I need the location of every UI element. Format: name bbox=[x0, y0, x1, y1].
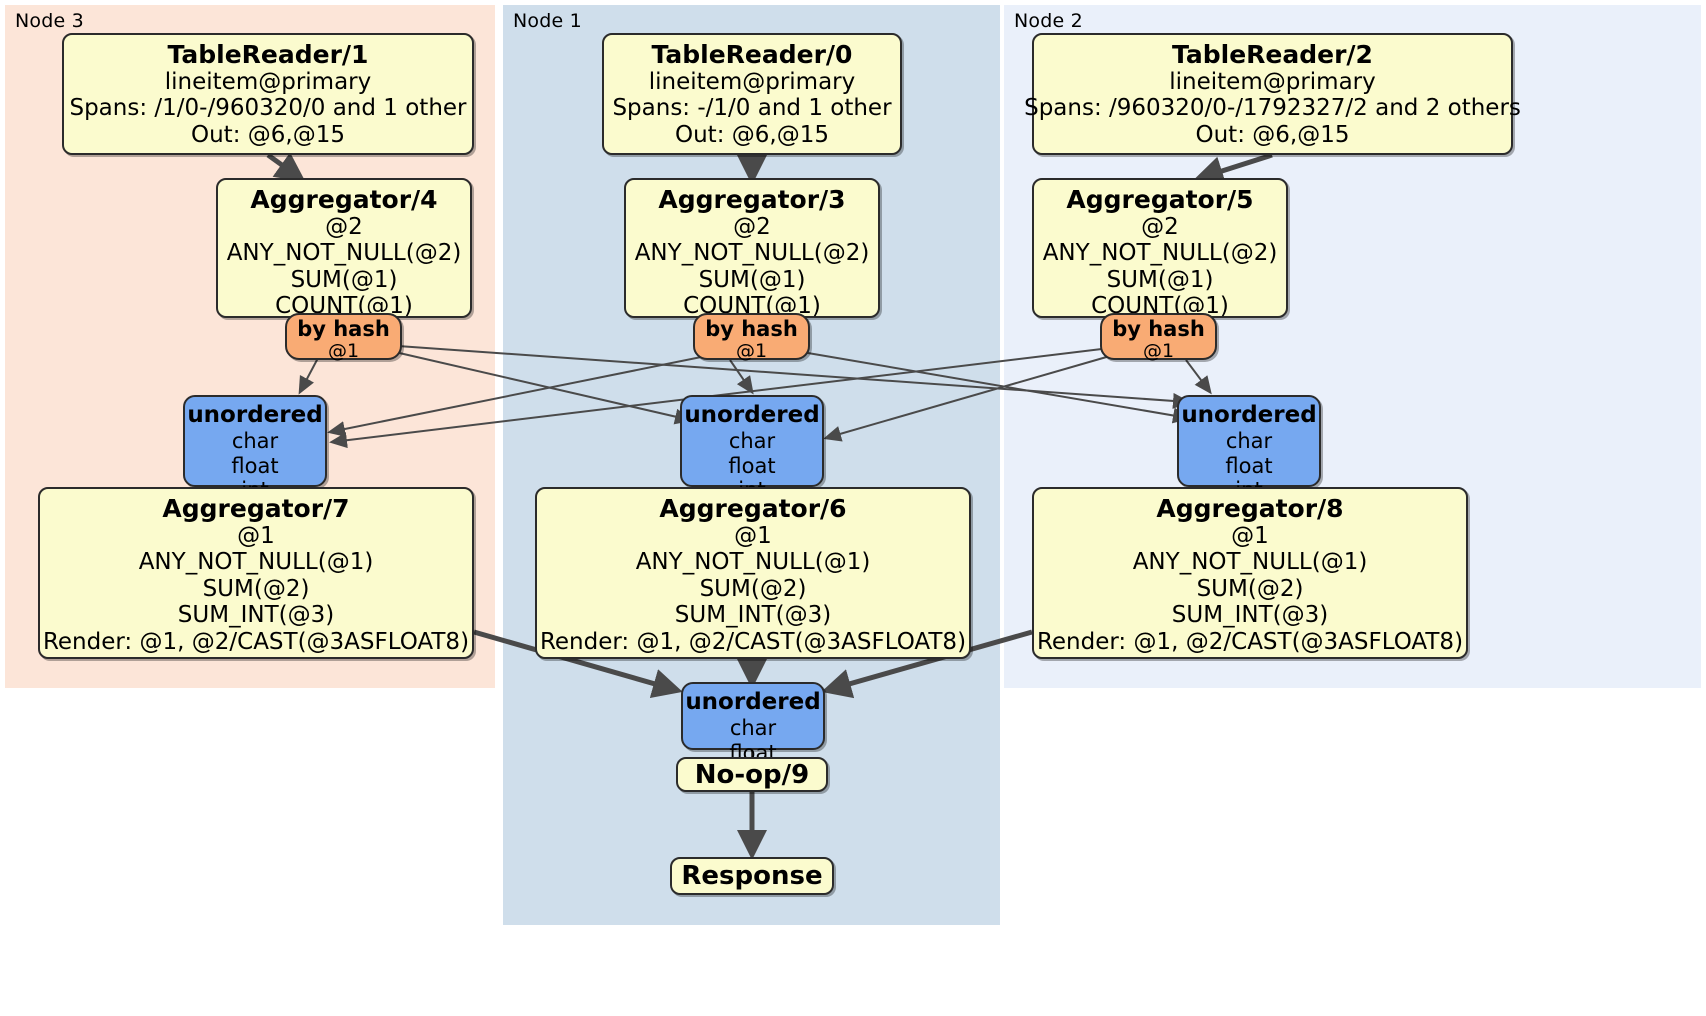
processor-aggregator-3[interactable]: Aggregator/3 @2 ANY_NOT_NULL(@2) SUM(@1)… bbox=[624, 178, 880, 319]
synchronizer-unordered-right[interactable]: unordered char float int bbox=[1177, 395, 1321, 502]
processor-title: TableReader/2 bbox=[1172, 40, 1373, 69]
processor-line: SUM(@1) bbox=[698, 266, 806, 293]
router-title: by hash bbox=[297, 317, 390, 341]
processor-aggregator-6[interactable]: Aggregator/6 @1 ANY_NOT_NULL(@1) SUM(@2)… bbox=[535, 487, 971, 659]
processor-aggregator-8[interactable]: Aggregator/8 @1 ANY_NOT_NULL(@1) SUM(@2)… bbox=[1032, 487, 1468, 659]
processor-title: Aggregator/3 bbox=[658, 185, 846, 214]
processor-line: @1 bbox=[237, 523, 275, 549]
processor-title: Response bbox=[681, 861, 823, 891]
processor-line: lineitem@primary bbox=[648, 69, 856, 95]
synchronizer-line: char bbox=[1225, 428, 1273, 453]
processor-line: Out: @6,@15 bbox=[675, 121, 829, 148]
node-panel-label: Node 2 bbox=[1014, 10, 1083, 32]
processor-line: Render: @1, @2/CAST(@3ASFLOAT8) bbox=[1036, 628, 1464, 655]
processor-response[interactable]: Response bbox=[670, 857, 834, 895]
synchronizer-title: unordered bbox=[187, 402, 323, 428]
processor-table-reader-1[interactable]: TableReader/1 lineitem@primary Spans: /1… bbox=[62, 33, 474, 155]
processor-line: lineitem@primary bbox=[1169, 69, 1376, 95]
router-line: @1 bbox=[735, 340, 768, 363]
router-line: @1 bbox=[327, 340, 360, 363]
processor-title: Aggregator/4 bbox=[250, 185, 438, 214]
processor-table-reader-0[interactable]: TableReader/0 lineitem@primary Spans: -/… bbox=[602, 33, 902, 155]
synchronizer-line: float bbox=[1225, 453, 1273, 478]
synchronizer-unordered-center[interactable]: unordered char float int bbox=[680, 395, 824, 502]
router-title: by hash bbox=[705, 317, 798, 341]
processor-title: TableReader/0 bbox=[651, 40, 853, 69]
processor-line: ANY_NOT_NULL(@1) bbox=[138, 549, 374, 576]
processor-line: @1 bbox=[734, 523, 772, 549]
processor-line: Spans: /1/0-/960320/0 and 1 other bbox=[69, 95, 467, 122]
router-by-hash-left[interactable]: by hash @1 bbox=[285, 313, 402, 363]
processor-line: Spans: /960320/0-/1792327/2 and 2 others bbox=[1024, 95, 1521, 122]
processor-title: Aggregator/5 bbox=[1066, 185, 1254, 214]
processor-line: ANY_NOT_NULL(@2) bbox=[226, 240, 462, 267]
processor-line: @2 bbox=[733, 214, 771, 240]
synchronizer-title: unordered bbox=[685, 689, 821, 715]
processor-line: SUM(@1) bbox=[1106, 266, 1214, 293]
processor-line: ANY_NOT_NULL(@1) bbox=[1132, 549, 1368, 576]
processor-line: @1 bbox=[1231, 523, 1269, 549]
node-panel-label: Node 3 bbox=[15, 10, 84, 32]
synchronizer-line: float bbox=[728, 453, 776, 478]
processor-table-reader-2[interactable]: TableReader/2 lineitem@primary Spans: /9… bbox=[1024, 33, 1521, 155]
processor-line: SUM_INT(@3) bbox=[177, 602, 335, 629]
processor-line: ANY_NOT_NULL(@2) bbox=[634, 240, 870, 267]
processor-line: SUM_INT(@3) bbox=[1171, 602, 1329, 629]
router-by-hash-center[interactable]: by hash @1 bbox=[693, 313, 810, 363]
processor-line: SUM(@2) bbox=[202, 575, 310, 602]
processor-line: Spans: -/1/0 and 1 other bbox=[612, 95, 892, 122]
node-panel-label: Node 1 bbox=[513, 10, 582, 32]
synchronizer-unordered-left[interactable]: unordered char float int bbox=[183, 395, 327, 502]
processor-title: Aggregator/6 bbox=[659, 494, 847, 523]
processor-aggregator-4[interactable]: Aggregator/4 @2 ANY_NOT_NULL(@2) SUM(@1)… bbox=[216, 178, 472, 319]
processor-noop-9[interactable]: No-op/9 bbox=[676, 757, 828, 792]
processor-line: SUM(@2) bbox=[699, 575, 807, 602]
synchronizer-line: char bbox=[728, 428, 776, 453]
processor-title: Aggregator/8 bbox=[1156, 494, 1344, 523]
synchronizer-title: unordered bbox=[1181, 402, 1317, 428]
processor-line: SUM_INT(@3) bbox=[674, 602, 832, 629]
processor-line: SUM(@2) bbox=[1196, 575, 1304, 602]
processor-aggregator-5[interactable]: Aggregator/5 @2 ANY_NOT_NULL(@2) SUM(@1)… bbox=[1032, 178, 1288, 319]
synchronizer-line: char bbox=[231, 428, 279, 453]
processor-line: Out: @6,@15 bbox=[191, 121, 345, 148]
router-line: @1 bbox=[1142, 340, 1175, 363]
processor-line: Render: @1, @2/CAST(@3ASFLOAT8) bbox=[539, 628, 967, 655]
processor-line: ANY_NOT_NULL(@2) bbox=[1042, 240, 1278, 267]
synchronizer-line: char bbox=[729, 715, 777, 740]
processor-line: ANY_NOT_NULL(@1) bbox=[635, 549, 871, 576]
processor-line: @2 bbox=[325, 214, 363, 240]
processor-line: Render: @1, @2/CAST(@3ASFLOAT8) bbox=[42, 628, 470, 655]
processor-line: SUM(@1) bbox=[290, 266, 398, 293]
processor-title: TableReader/1 bbox=[167, 40, 369, 69]
synchronizer-unordered-final[interactable]: unordered char float bbox=[681, 682, 825, 765]
processor-line: lineitem@primary bbox=[164, 69, 372, 95]
processor-title: Aggregator/7 bbox=[162, 494, 350, 523]
processor-aggregator-7[interactable]: Aggregator/7 @1 ANY_NOT_NULL(@1) SUM(@2)… bbox=[38, 487, 474, 659]
router-by-hash-right[interactable]: by hash @1 bbox=[1100, 313, 1217, 363]
synchronizer-line: float bbox=[231, 453, 279, 478]
processor-line: @2 bbox=[1141, 214, 1179, 240]
synchronizer-title: unordered bbox=[684, 402, 820, 428]
processor-line: Out: @6,@15 bbox=[1195, 121, 1350, 148]
router-title: by hash bbox=[1112, 317, 1205, 341]
processor-title: No-op/9 bbox=[694, 759, 810, 790]
